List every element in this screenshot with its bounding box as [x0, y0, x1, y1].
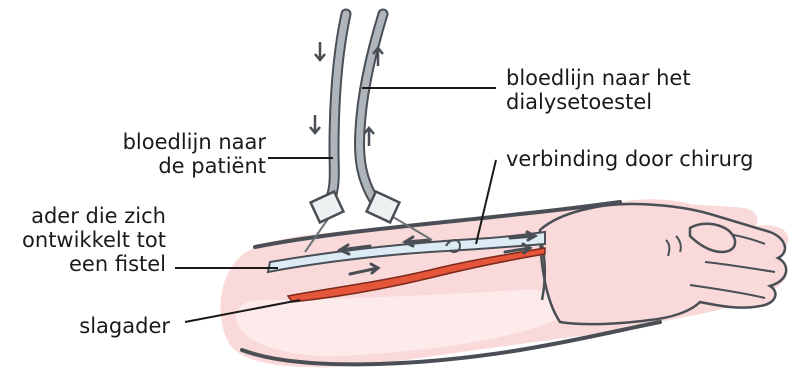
tube-arrow-down-1 [315, 42, 325, 60]
tube-arrow-up-2 [364, 128, 374, 146]
label-bloodline-to-dialysis: bloedlijn naar het dialysetoestel [506, 66, 691, 114]
connector-left [311, 192, 344, 223]
label-line: dialysetoestel [506, 90, 691, 114]
label-vein-fistula: ader die zich ontwikkelt tot een fistel [22, 204, 166, 276]
label-artery: slagader [79, 314, 170, 338]
label-line: bloedlijn naar het [506, 66, 691, 90]
label-bloodline-to-patient: bloedlijn naar de patiënt [123, 130, 266, 178]
label-surgeon-connection: verbinding door chirurg [506, 147, 754, 171]
label-line: de patiënt [123, 154, 266, 178]
label-line: ader die zich [22, 204, 166, 228]
label-line: ontwikkelt tot [22, 228, 166, 252]
tube-arrow-down-2 [310, 115, 320, 133]
label-line: een fistel [22, 252, 166, 276]
label-line: bloedlijn naar [123, 130, 266, 154]
